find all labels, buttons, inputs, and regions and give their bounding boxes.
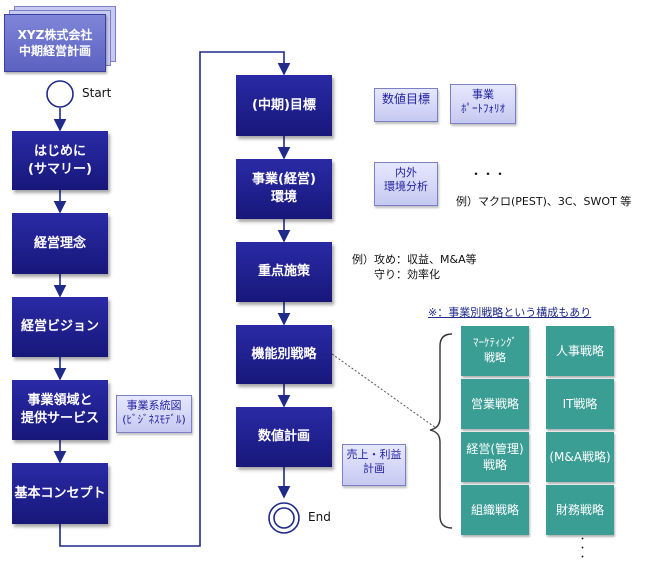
box-vision: 経営ビジョン	[12, 297, 108, 357]
box-functional-strategy: 機能別戦略	[236, 325, 332, 384]
title-document: XYZ株式会社 中期経営計画	[4, 14, 106, 72]
dotted-link-functional	[331, 353, 437, 429]
box-numeric-plan: 数値計画	[236, 407, 332, 467]
box-business-domain: 事業領域と 提供サービス	[12, 380, 108, 440]
title-text: XYZ株式会社 中期経営計画	[17, 27, 93, 58]
box-basic-concept: 基本コンセプト	[12, 463, 108, 524]
end-circle-inner	[273, 507, 295, 529]
more-strategies-dots: ・ ・ ・	[578, 535, 588, 563]
environment-example: 例）マクロ(PEST)、3C、SWOT 等	[456, 195, 632, 208]
strategy-marketing: ﾏｰｹﾃｨﾝｸﾞ 戦略	[461, 326, 529, 376]
start-circle	[46, 80, 74, 108]
doc-business-system: 事業系統図 (ﾋﾞｼﾞﾈｽﾓﾃﾞﾙ)	[116, 395, 192, 433]
policy-example: 例）攻め：収益、M&A等 守り：効率化	[352, 253, 477, 282]
arrow-concept-to-goal	[59, 51, 291, 547]
end-label: End	[308, 510, 331, 524]
strategy-hr: 人事戦略	[546, 326, 614, 376]
strategy-sales: 営業戦略	[461, 379, 529, 429]
box-business-environment: 事業(経営) 環境	[236, 159, 332, 219]
box-philosophy: 経営理念	[12, 213, 108, 274]
ellipsis-note: ・・・	[470, 167, 507, 181]
strategy-ma: (M&A戦略)	[546, 432, 614, 482]
box-key-measures: 重点施策	[236, 242, 332, 302]
doc-environment-analysis: 内外 環境分析	[374, 162, 438, 206]
strategy-finance: 財務戦略	[546, 485, 614, 535]
box-introduction: はじめに (サマリー)	[12, 131, 108, 190]
doc-portfolio: 事業 ﾎﾟｰﾄﾌｫﾘｵ	[450, 84, 516, 124]
strategy-organization: 組織戦略	[461, 485, 529, 535]
brace	[429, 333, 453, 529]
strategy-management: 経営(管理) 戦略	[461, 432, 529, 482]
functional-header-note: ※：事業別戦略という構成もあり	[428, 306, 592, 319]
box-mid-term-goal: (中期)目標	[236, 75, 332, 136]
doc-numeric-target: 数値目標	[374, 88, 438, 122]
doc-sales-profit-plan: 売上・利益 計画	[342, 444, 406, 486]
start-label: Start	[82, 86, 112, 100]
strategy-it: IT戦略	[546, 379, 614, 429]
title-stack: XYZ株式会社 中期経営計画	[4, 6, 116, 72]
